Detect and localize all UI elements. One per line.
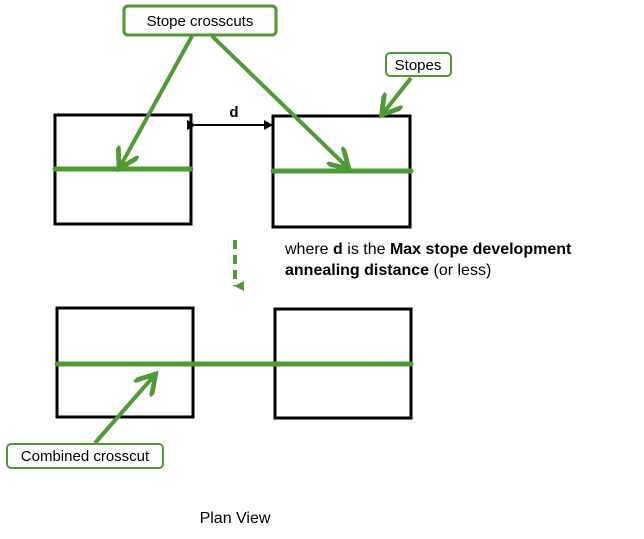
stopes-callout-arrow [384,76,413,112]
distance-label: d [229,104,238,121]
stopes-label: Stopes [395,57,442,74]
stope-crosscuts-label: Stope crosscuts [147,13,254,30]
stopes-callout [385,52,452,77]
note-line-1: where d is the Max stope development [284,241,572,258]
callout-arrow-left [121,35,194,165]
combined-crosscut-callout [6,443,164,469]
callout-arrow-right [210,34,346,166]
note-line-2: annealing distance (or less) [285,262,491,279]
plan-view-caption: Plan View [200,510,271,527]
combined-callout-arrow [93,377,153,445]
stope-crosscuts-callout [122,4,278,37]
combined-crosscut-label: Combined crosscut [21,448,150,465]
